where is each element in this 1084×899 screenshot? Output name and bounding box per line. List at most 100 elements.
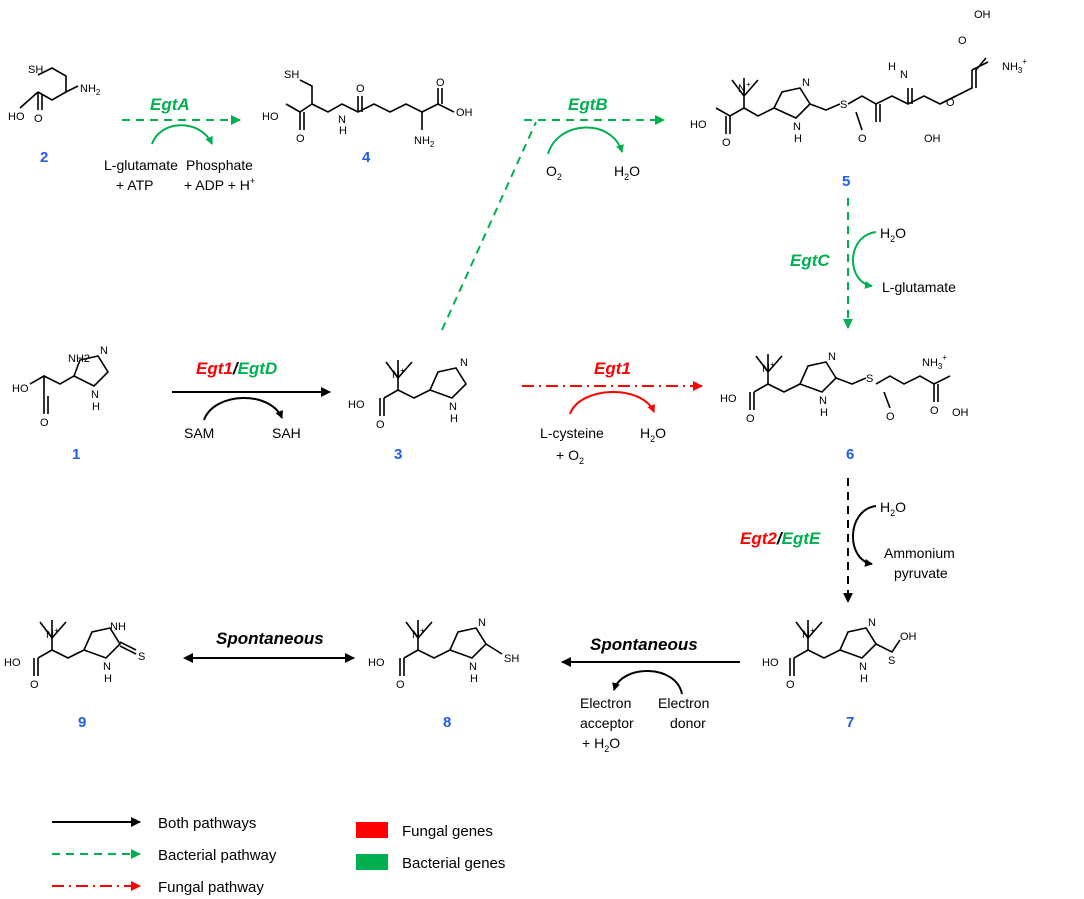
compound-5-nh3: NH3+ <box>1002 57 1027 75</box>
legend: Both pathways Bacterial pathway Fungal p… <box>52 815 505 896</box>
compound-8-ho: HO <box>368 657 385 669</box>
spontaneous-7-8-cosubstrate-arc <box>612 670 683 695</box>
compound-9-o: O <box>30 679 39 691</box>
compound-4-sh: SH <box>284 69 299 81</box>
compound-6-structure <box>749 354 951 410</box>
compound-5-o-s: O <box>858 133 867 145</box>
compound-7-ho: HO <box>762 657 779 669</box>
compound-7-ring-nh: N <box>859 661 867 673</box>
egt1-cosub-out: H2O <box>640 425 666 444</box>
compound-4-o2: O <box>356 83 365 95</box>
compound-4-n: N <box>338 114 346 126</box>
compound-7-o: O <box>786 679 795 691</box>
enzyme-egt1: Egt1 <box>594 359 631 378</box>
compound-7-n-plus: N+ <box>802 626 815 641</box>
compound-1-nh2: NH2 <box>68 353 90 365</box>
compound-7-ring-h: H <box>860 673 868 685</box>
compound-6-number: 6 <box>846 446 854 463</box>
compound-3-n-plus: N+ <box>392 366 405 381</box>
compound-9-ho: HO <box>4 657 21 669</box>
egtc-cosub-out: L-glutamate <box>882 279 956 295</box>
compound-2-nh2: NH2 <box>80 83 101 97</box>
compound-9-structure <box>33 620 137 676</box>
compound-6-nh3: NH3+ <box>922 353 947 371</box>
compound-5-oh: OH <box>924 133 941 145</box>
compound-4-nh2: NH2 <box>414 135 435 149</box>
egta-cosubstrate-arc <box>151 124 213 145</box>
enzyme-egt1-egtd: Egt1/EgtD <box>196 359 277 378</box>
compound-7-oh: OH <box>900 631 917 643</box>
enzyme-egtc: EgtC <box>790 251 830 270</box>
compound-5-o2: O <box>946 97 955 109</box>
compound-1-number: 1 <box>72 446 80 463</box>
egt2-egte-cosub-in: H2O <box>880 499 906 518</box>
compound-4-o1: O <box>296 133 305 145</box>
legend-swatch-fungal <box>356 822 388 838</box>
compound-5-n-top: N <box>900 69 908 81</box>
egt1-egtd-cosubstrate-arc <box>203 397 283 421</box>
egtb-cosubstrate-arc <box>547 126 624 155</box>
compound-3-ring-h: H <box>450 413 458 425</box>
compound-9-number: 9 <box>78 714 86 731</box>
compound-5-oh-top: OH <box>974 9 991 21</box>
compound-3-o: O <box>376 419 385 431</box>
compound-6-ho: HO <box>720 393 737 405</box>
compound-6-o: O <box>746 413 755 425</box>
compound-6-ring-n: N <box>828 351 836 363</box>
compound-4-number: 4 <box>362 149 371 166</box>
legend-label-fungal-genes: Fungal genes <box>402 823 493 840</box>
compound-3-structure <box>379 360 468 416</box>
compound-8-sh: SH <box>504 653 519 665</box>
compound-5-structure <box>715 57 989 134</box>
compound-6-s: S <box>866 373 873 385</box>
compound-1-structure <box>29 355 110 414</box>
compound-9-s: S <box>138 651 145 663</box>
egtb-cosub-out: H2O <box>614 163 640 182</box>
compound-1-ho: HO <box>12 383 29 395</box>
egta-cosub-in-1: L-glutamate <box>104 157 178 173</box>
compound-5-ring-nh: N <box>793 121 801 133</box>
enzyme-egt2-egte: Egt2/EgtE <box>740 529 821 548</box>
compound-2-sh: SH <box>28 64 43 76</box>
compound-5-o3: O <box>722 137 731 149</box>
compound-7-structure <box>789 620 901 676</box>
egt2-egte-cosub-out-2: pyruvate <box>894 565 948 581</box>
egta-cosub-out-1: Phosphate <box>186 157 253 173</box>
spontaneous-cosub-out-1: Electron <box>580 695 631 711</box>
egt2-egte-cosubstrate-arc <box>852 505 877 567</box>
arrow-egtb-from-3 <box>441 121 537 331</box>
egt1-egtd-cosub-in: SAM <box>184 425 214 441</box>
compound-6-ring-h: H <box>820 407 828 419</box>
compound-8-o: O <box>396 679 405 691</box>
legend-label-fungal: Fungal pathway <box>158 879 264 896</box>
compound-3-ring-nh: N <box>449 401 457 413</box>
compound-3-number: 3 <box>394 446 402 463</box>
egta-cosub-in-2: + ATP <box>116 177 153 193</box>
compound-6-o2: O <box>930 405 939 417</box>
compound-2-number: 2 <box>40 149 48 166</box>
compound-7-ring-n: N <box>868 617 876 629</box>
compound-8-ring-h: H <box>470 673 478 685</box>
egt1-egtd-cosub-out: SAH <box>272 425 301 441</box>
compound-6-n-plus: N+ <box>762 360 775 375</box>
compound-6-oh: OH <box>952 407 969 419</box>
compound-5-s: S <box>840 99 847 111</box>
legend-label-both: Both pathways <box>158 815 256 832</box>
compound-5-ring-h: H <box>794 133 802 145</box>
compound-4-oh: OH <box>456 107 473 119</box>
egt1-cosub-in-2: + O2 <box>556 447 584 466</box>
egtc-cosubstrate-arc <box>852 231 877 289</box>
compound-9-ring-nh-top: NH <box>110 621 126 633</box>
compound-6-o-s: O <box>886 411 895 423</box>
spontaneous-8-9-label: Spontaneous <box>216 629 324 648</box>
compound-9-ring-nh-bot: N <box>103 661 111 673</box>
egtb-cosub-in: O2 <box>546 163 562 182</box>
compound-9-n-plus: N+ <box>46 626 59 641</box>
compound-8-ring-n: N <box>478 617 486 629</box>
compound-2-structure <box>19 67 79 110</box>
compound-3-ring-n: N <box>460 357 468 369</box>
compound-5-o1: O <box>958 35 967 47</box>
spontaneous-cosub-out-2: acceptor <box>580 715 634 731</box>
egtc-cosub-in: H2O <box>880 225 906 244</box>
compound-9-ring-h: H <box>104 673 112 685</box>
